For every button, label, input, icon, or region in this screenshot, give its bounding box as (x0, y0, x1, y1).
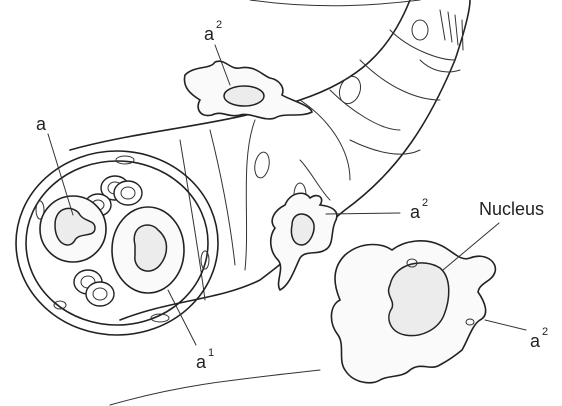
macrophage-a2-mid (271, 193, 337, 290)
svg-text:a: a (204, 24, 215, 44)
monocyte-a1 (112, 207, 184, 293)
label-a-left: a (36, 114, 47, 134)
label-a2-top: a 2 (204, 19, 222, 44)
svg-text:2: 2 (422, 197, 428, 209)
label-a2-right: a 2 (530, 326, 548, 351)
fiber-line (110, 370, 320, 405)
monocyte-a (40, 196, 106, 262)
svg-text:a: a (196, 352, 207, 372)
svg-text:2: 2 (216, 19, 222, 31)
svg-text:a: a (36, 114, 47, 134)
macrophage-a2-right (331, 241, 495, 383)
svg-text:a: a (410, 202, 421, 222)
label-a1-bottom: a 1 (196, 347, 214, 372)
svg-text:Nucleus: Nucleus (479, 199, 544, 219)
label-a2-mid: a 2 (410, 197, 428, 222)
svg-text:a: a (530, 331, 541, 351)
svg-text:1: 1 (208, 347, 214, 359)
macrophage-a2-top (184, 61, 312, 119)
svg-text:2: 2 (542, 326, 548, 338)
label-nucleus: Nucleus (479, 199, 544, 219)
